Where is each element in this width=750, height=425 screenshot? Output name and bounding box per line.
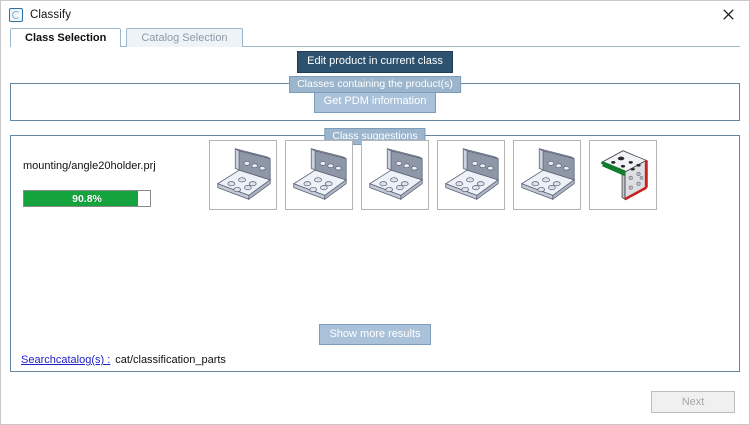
classes-containing-product-group: Classes containing the product(s) Get PD… — [10, 76, 740, 121]
thumbnail-angle-bracket-3[interactable] — [361, 140, 429, 210]
edit-product-in-current-class-button[interactable]: Edit product in current class — [297, 51, 453, 73]
class-suggestions-body: mounting/angle20holder.prj 90.8% — [11, 136, 739, 371]
show-more-results-row: Show more results — [11, 323, 739, 345]
classes-containing-product-group-title: Classes containing the product(s) — [289, 76, 461, 94]
close-icon[interactable] — [707, 1, 749, 28]
thumbnail-angle-bracket-1[interactable] — [209, 140, 277, 210]
classify-circle-icon — [9, 7, 23, 22]
thumbnail-angle-bracket-4[interactable] — [437, 140, 505, 210]
window-title: Classify — [30, 8, 72, 21]
confidence-progress-bar: 90.8% — [23, 190, 151, 207]
result-filename: mounting/angle20holder.prj — [23, 160, 156, 172]
edit-product-toolbar: Edit product in current class — [10, 47, 740, 77]
tab-class-selection-label: Class Selection — [25, 32, 107, 44]
next-button[interactable]: Next — [651, 391, 735, 413]
title-bar: Classify — [1, 1, 749, 28]
confidence-progress-fill — [24, 191, 139, 206]
thumbnail-angle-bracket-colored-6[interactable] — [589, 140, 657, 210]
class-suggestion-thumbnails — [209, 140, 657, 210]
tab-strip: Class Selection Catalog Selection — [1, 28, 749, 48]
confidence-progress-label: 90.8% — [72, 192, 102, 205]
thumbnail-angle-bracket-5[interactable] — [513, 140, 581, 210]
tab-catalog-selection-label: Catalog Selection — [141, 32, 228, 44]
thumbnail-angle-bracket-2[interactable] — [285, 140, 353, 210]
dialog-content: Edit product in current class Classes co… — [1, 47, 749, 380]
get-pdm-information-button[interactable]: Get PDM information — [313, 91, 437, 113]
tab-class-selection[interactable]: Class Selection — [10, 28, 122, 48]
search-catalogs-link[interactable]: Searchcatalog(s) : — [21, 354, 111, 366]
show-more-results-button[interactable]: Show more results — [319, 323, 431, 345]
search-catalog-row: Searchcatalog(s) : cat/classification_pa… — [21, 354, 226, 366]
result-summary: mounting/angle20holder.prj 90.8% — [23, 160, 198, 207]
dialog-footer: Next — [1, 380, 749, 424]
search-catalogs-value: cat/classification_parts — [115, 354, 226, 366]
tab-catalog-selection[interactable]: Catalog Selection — [126, 28, 243, 47]
class-suggestions-group: Class suggestions mounting/angle20holder… — [10, 128, 740, 372]
